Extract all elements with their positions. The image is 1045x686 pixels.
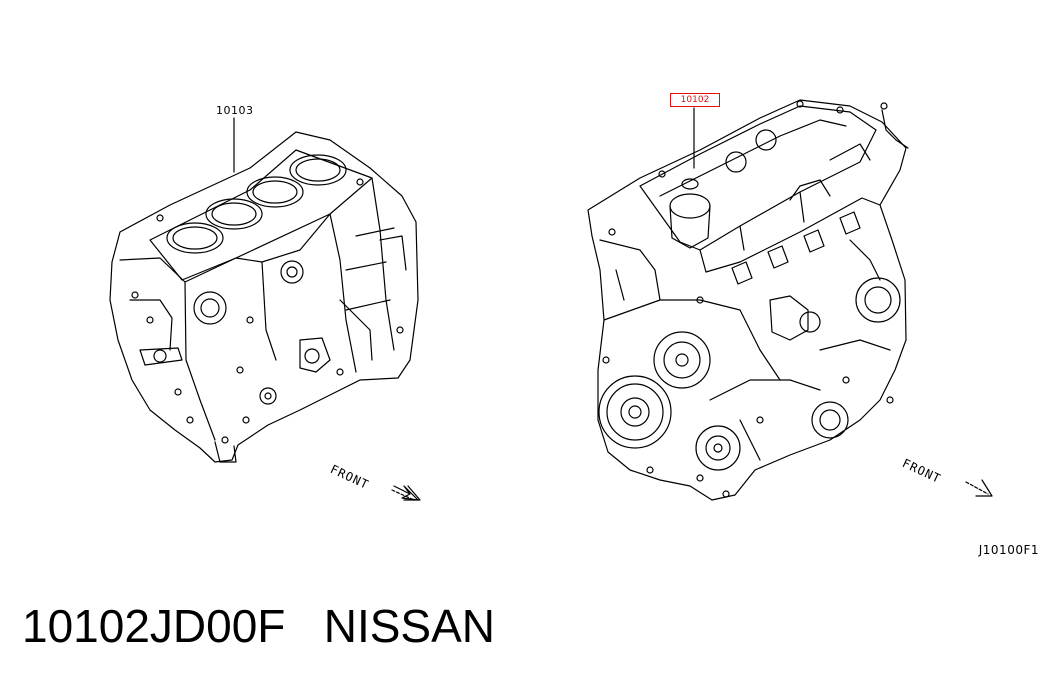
brand-name: NISSAN: [323, 600, 496, 652]
part-number: 10102JD00F: [22, 600, 286, 652]
callout-10102-highlighted[interactable]: 10102: [670, 93, 720, 107]
callout-10103: 10103: [216, 104, 254, 117]
front-arrow-left-icon: [391, 485, 421, 501]
part-caption: 10102JD00F NISSAN: [22, 598, 495, 654]
short-block-illustration: [109, 117, 419, 463]
figure-code: J10100F1: [978, 543, 1039, 557]
front-arrow-right-icon: [965, 479, 993, 497]
long-engine-illustration: [587, 99, 909, 501]
